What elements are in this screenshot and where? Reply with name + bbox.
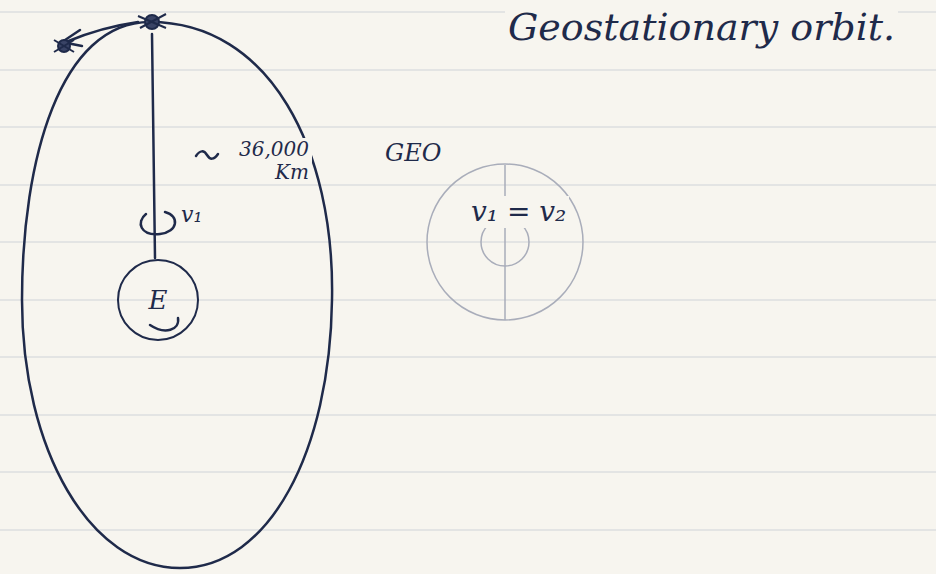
- earth-axis: [150, 318, 178, 330]
- satellite-icon: [138, 14, 166, 29]
- small-orbit-sketch: [427, 164, 583, 320]
- velocity-label: v₁: [178, 202, 205, 227]
- orbit-circle: [22, 22, 332, 568]
- tilde-mark: [196, 151, 218, 158]
- orbit-name: GEO: [382, 140, 444, 168]
- ruled-lines: [0, 12, 936, 530]
- radius-line: [152, 34, 155, 258]
- satellite-icon: [54, 40, 74, 52]
- page-heading: Geostationary orbit.: [505, 6, 898, 50]
- earth-circle: E: [117, 259, 199, 341]
- equation-label: v₁ = v₂: [468, 196, 569, 228]
- node-text: E: [149, 287, 168, 313]
- distance-label: 36,000 Km: [222, 138, 312, 184]
- rotation-arrow: [141, 212, 175, 234]
